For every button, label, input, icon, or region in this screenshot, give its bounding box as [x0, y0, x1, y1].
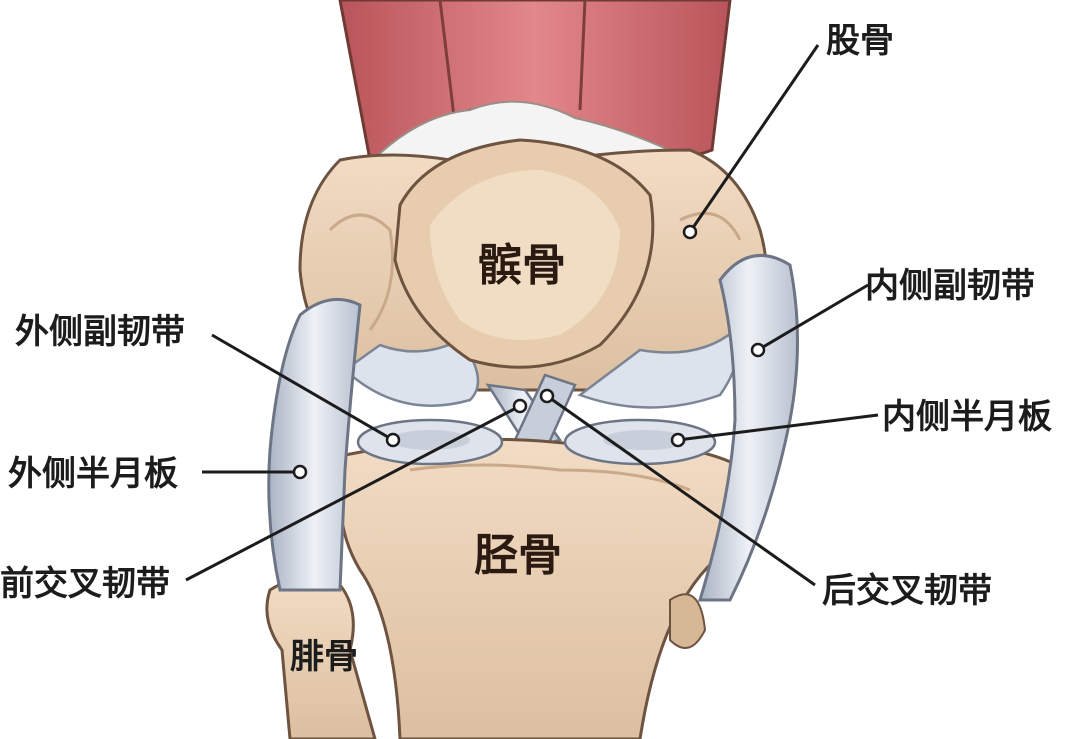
pointer-dot-anterior-cruciate — [512, 398, 528, 414]
femoral-cartilage — [343, 327, 740, 409]
label-medial-meniscus: 内侧半月板 — [882, 397, 1052, 437]
pointer-dot-medial-collateral — [750, 342, 766, 358]
leader-lateral-collateral — [211, 333, 394, 442]
leader-posterior-cruciate — [546, 394, 816, 587]
label-tibia: 胫骨 — [474, 530, 562, 581]
labels: 股骨 髌骨 内侧副韧带 外侧副韧带 内侧半月板 外侧半月板 胫骨 前交叉韧带 后… — [0, 21, 1052, 677]
menisci — [356, 418, 717, 466]
leader-femur — [688, 44, 820, 233]
pointer-dot-medial-meniscus — [670, 432, 686, 448]
tibia-bone — [338, 437, 751, 739]
label-fibula: 腓骨 — [290, 637, 358, 677]
label-anterior-cruciate-ligament: 前交叉韧带 — [0, 564, 170, 604]
lateral-collateral-ligament — [267, 297, 362, 592]
pointer-dot-posterior-cruciate — [539, 388, 555, 404]
label-femur: 股骨 — [826, 21, 894, 61]
label-patella: 髌骨 — [478, 240, 566, 291]
pointer-dot-lateral-collateral — [385, 432, 401, 448]
leader-medial-collateral — [757, 283, 869, 352]
patella-bone — [393, 138, 655, 369]
label-posterior-cruciate-ligament: 后交叉韧带 — [822, 571, 992, 611]
label-medial-collateral-ligament: 内侧副韧带 — [865, 266, 1035, 306]
leader-anterior-cruciate — [185, 404, 521, 582]
pointer-dot-lateral-meniscus — [292, 464, 308, 480]
label-lateral-collateral-ligament: 外侧副韧带 — [15, 312, 185, 352]
label-lateral-meniscus: 外侧半月板 — [8, 454, 178, 494]
pointer-dot-femur — [682, 224, 698, 240]
leader-lines — [185, 44, 879, 587]
leader-medial-meniscus — [677, 413, 879, 442]
